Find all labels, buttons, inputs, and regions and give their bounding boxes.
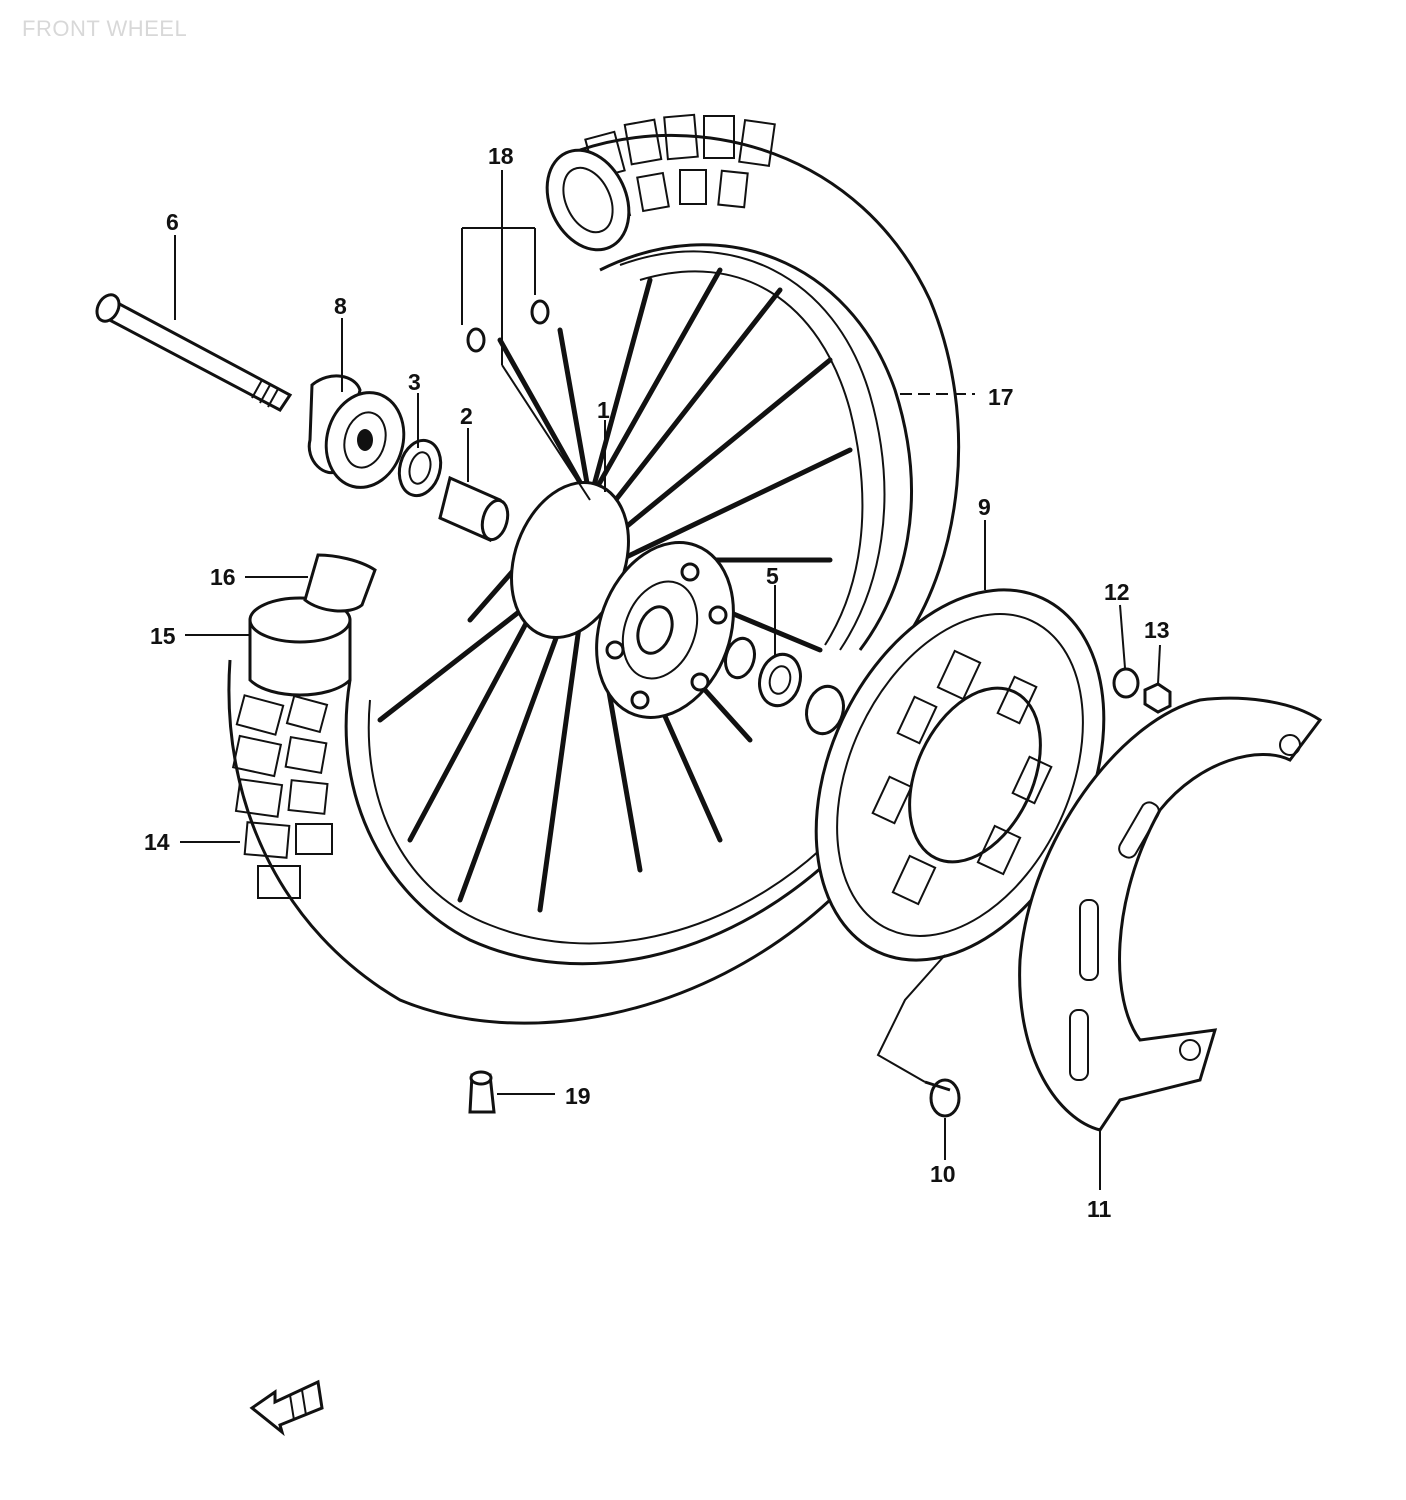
callout-17: 17 bbox=[988, 384, 1014, 410]
part-14-tire-lower[interactable] bbox=[227, 659, 832, 1025]
callout-15: 15 bbox=[150, 623, 176, 649]
part-15-tube-cross-section[interactable] bbox=[248, 596, 352, 697]
callout-3: 3 bbox=[408, 369, 421, 395]
callout-6: 6 bbox=[166, 209, 179, 235]
part-9-brake-disc[interactable] bbox=[760, 543, 1160, 1006]
callout-13: 13 bbox=[1144, 617, 1170, 643]
page-title: FRONT WHEEL bbox=[22, 16, 188, 41]
callout-9: 9 bbox=[978, 494, 991, 520]
part-8-speedometer-gearbox[interactable] bbox=[307, 374, 414, 496]
callout-12: 12 bbox=[1104, 579, 1130, 605]
part-11-disc-cover[interactable] bbox=[1018, 696, 1323, 1132]
part-13-nut[interactable] bbox=[1143, 682, 1172, 714]
part-2-spacer[interactable] bbox=[438, 475, 512, 543]
part-17-tire-rim[interactable] bbox=[532, 113, 961, 651]
part-19-valve-cap[interactable] bbox=[468, 1070, 496, 1114]
part-3-oil-seal[interactable] bbox=[393, 436, 446, 500]
part-16-rim-band[interactable] bbox=[303, 553, 377, 613]
callout-5: 5 bbox=[766, 563, 779, 589]
part-1-hub[interactable] bbox=[491, 466, 757, 737]
callout-1: 1 bbox=[597, 397, 610, 423]
front-direction-arrow-icon bbox=[249, 1379, 324, 1437]
callout-18: 18 bbox=[488, 143, 514, 169]
callout-11: 11 bbox=[1087, 1196, 1112, 1222]
part-6-axle[interactable] bbox=[93, 291, 293, 412]
callout-leader-lines bbox=[174, 170, 1161, 1190]
callout-16: 16 bbox=[210, 564, 236, 590]
callout-8: 8 bbox=[334, 293, 347, 319]
part-5-bearings[interactable] bbox=[721, 635, 848, 738]
part-10-disc-bolt[interactable] bbox=[924, 1078, 961, 1118]
callout-10: 10 bbox=[930, 1161, 956, 1187]
part-12-washer[interactable] bbox=[1112, 667, 1140, 699]
callout-14: 14 bbox=[144, 829, 170, 855]
callout-19: 19 bbox=[565, 1083, 591, 1109]
callout-2: 2 bbox=[460, 403, 473, 429]
